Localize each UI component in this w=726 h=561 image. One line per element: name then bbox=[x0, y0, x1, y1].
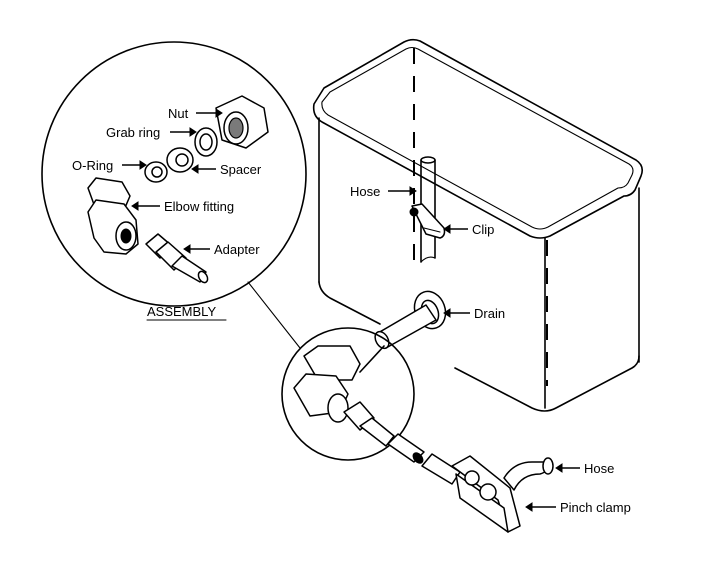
drain-part bbox=[374, 290, 447, 350]
clip-label: Clip bbox=[472, 222, 494, 237]
label-o-ring: O-Ring bbox=[72, 158, 147, 173]
label-pinch-clamp: Pinch clamp bbox=[525, 500, 631, 515]
elbow-fitting-part bbox=[87, 177, 139, 255]
label-clip: Clip bbox=[443, 222, 494, 237]
assembly-detail bbox=[41, 41, 307, 307]
o-ring-part bbox=[144, 161, 168, 183]
label-adapter: Adapter bbox=[183, 242, 260, 257]
pinch-clamp-label: Pinch clamp bbox=[560, 500, 631, 515]
grab-ring-label: Grab ring bbox=[106, 125, 160, 140]
o-ring-label: O-Ring bbox=[72, 158, 113, 173]
label-drain: Drain bbox=[443, 306, 505, 321]
nut-part bbox=[215, 95, 269, 149]
nut-label: Nut bbox=[168, 106, 189, 121]
tank bbox=[312, 38, 643, 412]
clip-part bbox=[409, 203, 446, 239]
adapter-part bbox=[145, 233, 209, 284]
grab-ring-part bbox=[194, 127, 218, 157]
installed-detail bbox=[281, 327, 415, 461]
hose-top-label: Hose bbox=[350, 184, 380, 199]
adapter-label: Adapter bbox=[214, 242, 260, 257]
drain-label: Drain bbox=[474, 306, 505, 321]
label-hose-top: Hose bbox=[350, 184, 417, 199]
external-hose bbox=[387, 433, 461, 485]
label-nut: Nut bbox=[168, 106, 223, 121]
label-assembly: ASSEMBLY bbox=[146, 304, 227, 321]
pinch-clamp-part bbox=[451, 455, 554, 533]
label-elbow-fitting: Elbow fitting bbox=[131, 199, 234, 214]
label-spacer: Spacer bbox=[191, 162, 262, 177]
spacer-part bbox=[166, 147, 194, 173]
assembly-label: ASSEMBLY bbox=[147, 304, 216, 319]
label-hose-bottom: Hose bbox=[555, 461, 614, 476]
spacer-label: Spacer bbox=[220, 162, 262, 177]
elbow-fitting-label: Elbow fitting bbox=[164, 199, 234, 214]
label-grab-ring: Grab ring bbox=[106, 125, 197, 140]
hose-bottom-label: Hose bbox=[584, 461, 614, 476]
